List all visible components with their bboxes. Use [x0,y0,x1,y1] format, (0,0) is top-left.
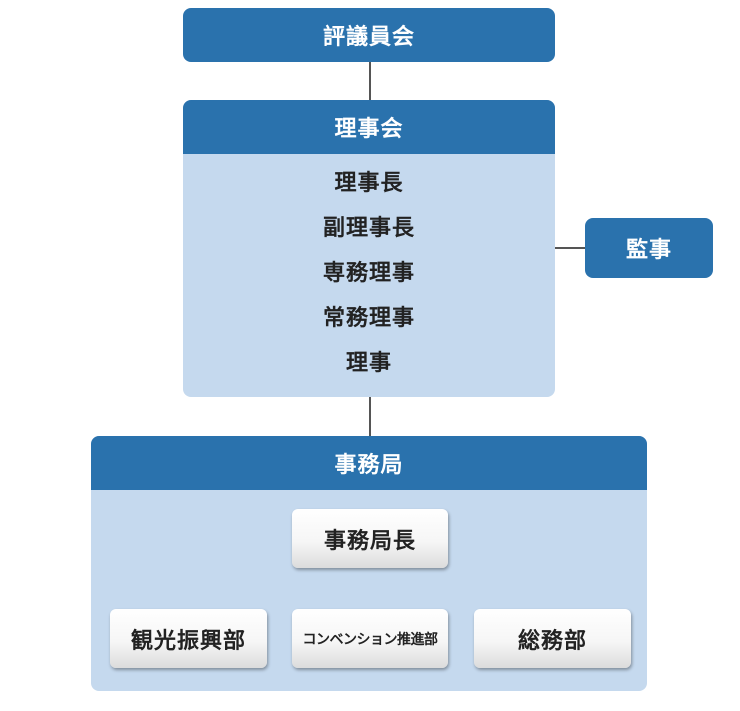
member-jomu-riji: 常務理事 [322,306,415,331]
member-senmu-riji: 専務理事 [322,261,415,286]
rijikai-member-list: 理事長 副理事長 専務理事 常務理事 理事 [183,154,555,386]
jimukyoku-header: 事務局 [91,436,647,490]
connector-hyogiinkai-rijikai [369,62,371,100]
jimukyokucho-box: 事務局長 [292,509,448,568]
dept-kanko-shinko: 観光振興部 [110,609,267,668]
dept-convention-suishin: コンベンション推進部 [292,609,448,668]
dept-kanko-shinko-label: 観光振興部 [130,628,246,654]
jimukyoku-title: 事務局 [334,453,404,478]
member-riji: 理事 [345,351,392,376]
dept-somu: 総務部 [474,609,631,668]
dept-convention-suishin-label: コンベンション推進部 [302,631,439,648]
member-fuku-rijicho: 副理事長 [322,216,415,241]
connector-rijikai-kanji [555,247,585,249]
kanji-label: 監事 [625,238,672,263]
hyogiinkai-box: 評議員会 [183,8,555,62]
rijikai-header: 理事会 [183,100,555,154]
kanji-box: 監事 [585,218,713,278]
jimukyokucho-label: 事務局長 [323,528,416,554]
rijikai-title: 理事会 [334,117,404,142]
hyogiinkai-label: 評議員会 [322,25,415,50]
dept-somu-label: 総務部 [517,628,587,654]
member-rijicho: 理事長 [334,171,404,196]
rijikai-panel: 理事会 理事長 副理事長 専務理事 常務理事 理事 [183,100,555,397]
connector-rijikai-jimukyoku [369,397,371,436]
